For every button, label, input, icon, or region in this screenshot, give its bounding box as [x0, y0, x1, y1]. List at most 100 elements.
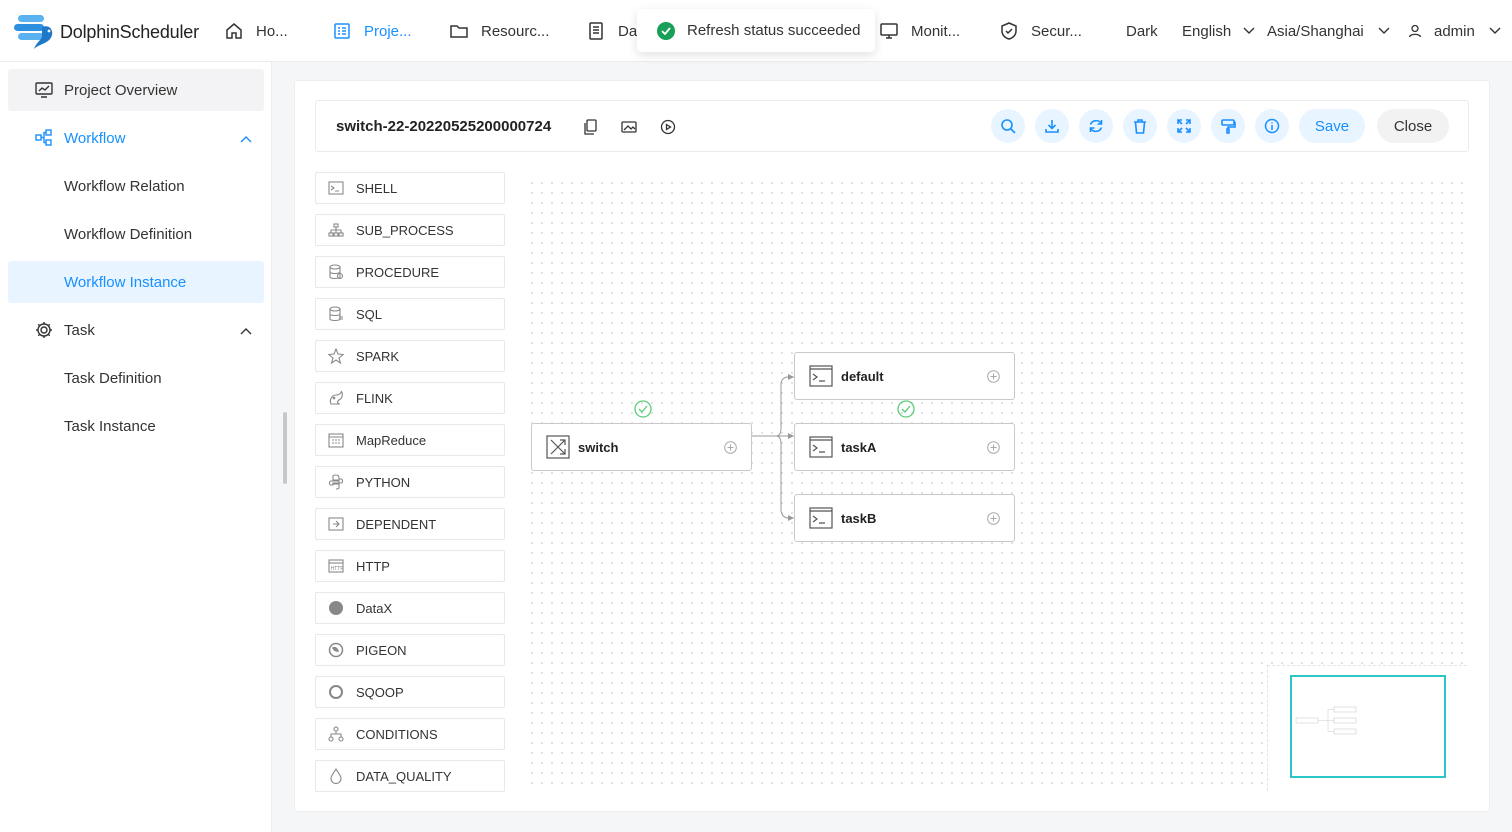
palette-item-label: PYTHON — [356, 474, 411, 490]
home-icon — [224, 21, 244, 41]
timezone-select[interactable]: Asia/Shanghai — [1267, 0, 1390, 62]
sidebar-item-task[interactable]: Task — [8, 309, 264, 351]
palette-item-http[interactable]: HTTP HTTP — [315, 550, 505, 582]
nav-resources[interactable]: Resourc... — [449, 0, 549, 62]
search-button[interactable] — [991, 109, 1025, 143]
dag-node-taskA[interactable]: taskA — [794, 423, 1015, 471]
sidebar-item-workflow-instance[interactable]: Workflow Instance — [8, 261, 264, 303]
workflow-title: switch-22-20220525200000724 — [336, 118, 552, 135]
palette-item-pigeon[interactable]: PIGEON — [315, 634, 505, 666]
node-label: default — [841, 368, 884, 384]
format-button[interactable] — [1211, 109, 1245, 143]
nav-datasource[interactable]: Dat — [586, 0, 641, 62]
palette-item-label: PIGEON — [356, 642, 407, 658]
conditions-icon — [328, 726, 344, 742]
palette-item-label: FLINK — [356, 390, 393, 406]
sidebar-item-label: Workflow — [64, 129, 126, 147]
terminal-icon — [809, 364, 833, 388]
user-menu[interactable]: admin — [1408, 0, 1501, 62]
terminal-icon — [809, 435, 833, 459]
sidebar-item-task-definition[interactable]: Task Definition — [8, 357, 264, 399]
sidebar-item-workflow[interactable]: Workflow — [8, 117, 264, 159]
sidebar-item-task-instance[interactable]: Task Instance — [8, 405, 264, 447]
project-icon — [332, 21, 352, 41]
fullscreen-button[interactable] — [1167, 109, 1201, 143]
copy-icon[interactable] — [581, 117, 601, 137]
save-button[interactable]: Save — [1299, 109, 1365, 143]
palette-item-procedure[interactable]: PROCEDURE — [315, 256, 505, 288]
palette-item-label: DataX — [356, 600, 393, 616]
nav-monitor-label: Monit... — [911, 22, 961, 40]
palette-item-mapreduce[interactable]: MapReduce — [315, 424, 505, 456]
language-select[interactable]: English — [1182, 0, 1255, 62]
refresh-button[interactable] — [1079, 109, 1113, 143]
palette-item-label: CONDITIONS — [356, 726, 438, 742]
download-button[interactable] — [1035, 109, 1069, 143]
dag-node-switch[interactable]: switch — [531, 423, 752, 471]
theme-toggle[interactable]: Dark — [1126, 0, 1158, 62]
palette-item-python[interactable]: PYTHON — [315, 466, 505, 498]
squirrel-icon — [328, 390, 344, 406]
search-icon — [1000, 118, 1016, 134]
nav-monitor[interactable]: Monit... — [879, 0, 960, 62]
palette-item-label: DEPENDENT — [356, 516, 437, 532]
timezone-label: Asia/Shanghai — [1267, 22, 1364, 40]
palette-item-flink[interactable]: FLINK — [315, 382, 505, 414]
app-logo[interactable]: DolphinScheduler — [12, 12, 199, 52]
nav-security[interactable]: Secur... — [999, 0, 1082, 62]
info-icon — [1264, 118, 1280, 134]
chevron-down-icon — [1243, 27, 1255, 35]
toast-message: Refresh status succeeded — [687, 22, 861, 39]
dag-node-taskB[interactable]: taskB — [794, 494, 1015, 542]
chevron-down-icon — [1378, 27, 1390, 35]
add-circle-icon[interactable] — [987, 370, 1000, 383]
language-label: English — [1182, 22, 1232, 40]
palette-item-datax[interactable]: DataX — [315, 592, 505, 624]
nav-project[interactable]: Proje... — [332, 0, 412, 62]
terminal-icon — [328, 180, 344, 196]
palette-item-sub-process[interactable]: SUB_PROCESS — [315, 214, 505, 246]
add-circle-icon[interactable] — [987, 512, 1000, 525]
palette-item-dependent[interactable]: DEPENDENT — [315, 508, 505, 540]
palette-item-sqoop[interactable]: SQOOP — [315, 676, 505, 708]
sidebar-scrollbar[interactable] — [283, 412, 287, 484]
delete-button[interactable] — [1123, 109, 1157, 143]
palette-item-label: SQOOP — [356, 684, 404, 700]
palette-item-sql[interactable]: SQL — [315, 298, 505, 330]
workflow-icon — [34, 128, 54, 148]
svg-text:HTTP: HTTP — [331, 566, 344, 572]
trash-icon — [1132, 118, 1148, 134]
sidebar-item-label: Workflow Relation — [64, 177, 185, 195]
palette-item-shell[interactable]: SHELL — [315, 172, 505, 204]
dag-node-default[interactable]: default — [794, 352, 1015, 400]
palette-item-label: SUB_PROCESS — [356, 222, 454, 238]
palette-item-conditions[interactable]: CONDITIONS — [315, 718, 505, 750]
dag-minimap[interactable] — [1267, 665, 1467, 791]
close-button[interactable]: Close — [1377, 109, 1449, 143]
nav-home[interactable]: Ho... — [224, 0, 288, 62]
drop-icon — [328, 768, 344, 784]
image-icon[interactable] — [619, 117, 639, 137]
sidebar-item-label: Task Instance — [64, 417, 156, 435]
play-circle-icon[interactable] — [658, 117, 678, 137]
switch-icon — [546, 435, 570, 459]
palette-item-spark[interactable]: SPARK — [315, 340, 505, 372]
dashboard-icon — [34, 80, 54, 100]
palette-item-data-quality[interactable]: DATA_QUALITY — [315, 760, 505, 792]
gear-icon — [34, 320, 54, 340]
palette-item-label: PROCEDURE — [356, 264, 440, 280]
shield-icon — [999, 21, 1019, 41]
add-circle-icon[interactable] — [724, 441, 737, 454]
sidebar-item-workflow-definition[interactable]: Workflow Definition — [8, 213, 264, 255]
add-circle-icon[interactable] — [987, 441, 1000, 454]
chevron-up-icon — [240, 130, 252, 147]
star-icon — [328, 348, 344, 364]
sidebar-item-workflow-relation[interactable]: Workflow Relation — [8, 165, 264, 207]
terminal-icon — [809, 506, 833, 530]
minimap-viewport[interactable] — [1290, 675, 1446, 778]
nav-security-label: Secur... — [1031, 22, 1082, 40]
sidebar-item-project-overview[interactable]: Project Overview — [8, 69, 264, 111]
database-icon — [328, 306, 344, 322]
info-button[interactable] — [1255, 109, 1289, 143]
palette-item-label: MapReduce — [356, 432, 427, 448]
